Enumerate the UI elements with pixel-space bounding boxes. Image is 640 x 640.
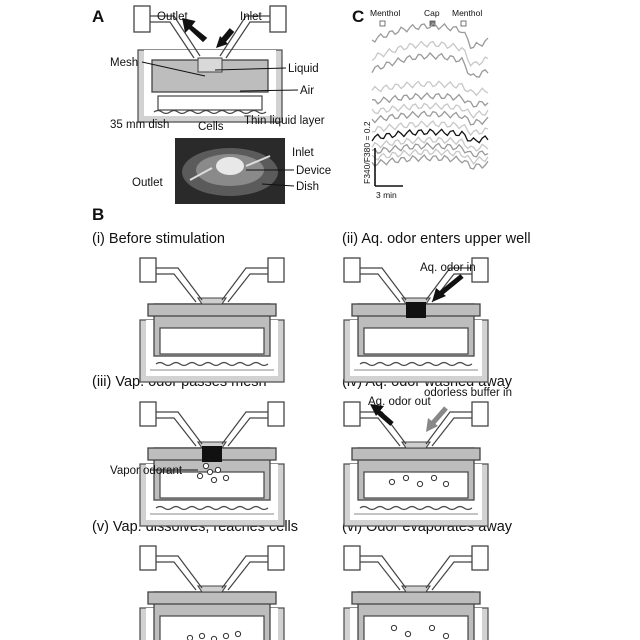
stimulus-marker-menthol-1 [380,21,385,26]
step-1-diagram [140,258,284,382]
step-4-note-in: odorless buffer in [424,387,512,399]
stimulus-cap: Cap [424,8,440,18]
label-35mm-dish: 35 mm dish [110,119,169,131]
step-3-diagram [140,402,284,526]
panel-b-label: B [92,205,104,224]
trace-line [372,137,488,151]
label-mesh: Mesh [110,57,138,69]
photo-label-device: Device [296,165,331,177]
photo-label-dish: Dish [296,181,319,193]
calcium-traces [372,23,488,169]
stimulus-menthol-1: Menthol [370,8,400,18]
scale-label-x: 3 min [376,190,397,200]
buffer-in-arrow-icon [432,408,446,424]
trace-line [372,81,488,95]
stimulus-marker-menthol-2 [461,21,466,26]
step-2-diagram [344,258,488,382]
label-outlet: Outlet [157,11,188,23]
label-cells: Cells [198,121,224,133]
step-2-title: (ii) Aq. odor enters upper well [342,231,531,247]
panel-a-schematic [134,6,286,122]
device-photo [175,138,285,204]
step-4-note-out: Aq. odor out [368,396,431,408]
photo-label-inlet: Inlet [292,147,315,159]
step-1-title: (i) Before stimulation [92,231,225,247]
scale-label-y: F340/F380 = 0.2 [362,121,372,184]
label-air: Air [300,85,314,97]
step-4-diagram [344,402,488,526]
trace-line [372,93,488,107]
step-2-note: Aq. odor in [420,262,476,274]
trace-line [372,23,488,48]
panel-a-label: A [92,7,104,26]
label-thin-liquid-layer: Thin liquid layer [244,115,325,127]
step-3-note: Vapor odorant [110,465,183,477]
step-5-diagram [140,546,284,640]
stimulus-menthol-2: Menthol [452,8,482,18]
label-liquid: Liquid [288,63,319,75]
label-inlet: Inlet [240,11,263,23]
panel-c-label: C [352,7,364,26]
photo-label-outlet: Outlet [132,177,163,189]
step-6-diagram [344,546,488,640]
